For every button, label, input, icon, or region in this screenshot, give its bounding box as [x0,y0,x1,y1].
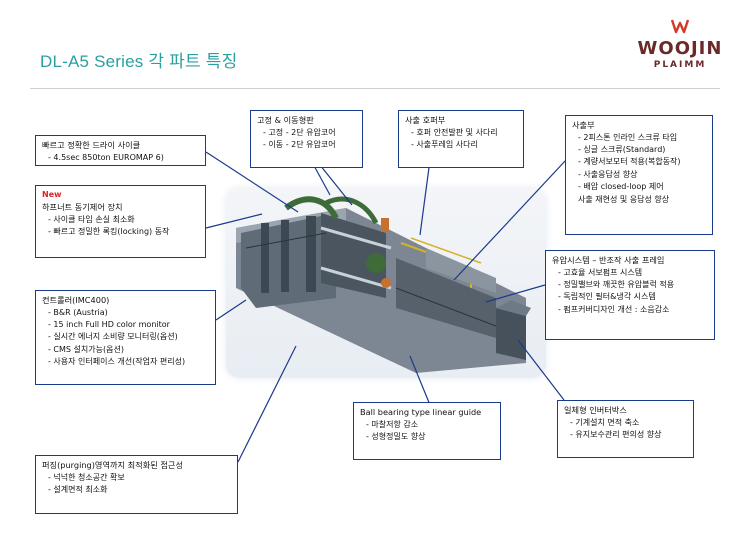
callout-heading: Ball bearing type linear guide [360,407,482,417]
callout-inverter: 일체형 인버터박스 - 기계설치 면적 축소 - 유지보수관리 편의성 향상 [557,400,694,458]
callout-item: - 정밀밸브와 깨끗한 유압블럭 적용 [558,280,675,290]
callout-heading: 컨트롤러(IMC400) [42,295,110,305]
callout-heading: 사출부 [572,120,595,130]
callout-toggle: New 하프너트 동기제어 장치 - 사이클 타임 손실 최소화 - 빠르고 정… [35,185,206,258]
callout-item: - 고효율 서보펌프 시스템 [558,267,643,277]
callout-item: - 기계설치 면적 축소 [570,417,640,427]
callout-heading: 빠르고 정확한 드라이 사이클 [42,140,141,150]
callout-item: - 배압 closed-loop 제어 [578,182,664,192]
callout-item: - 펌프커버디자인 개선 : 소음감소 [558,304,670,314]
callout-item: - 빠르고 정밀한 록킹(locking) 동작 [48,227,170,237]
callout-controller: 컨트롤러(IMC400) - B&R (Austria) - 15 inch F… [35,290,216,385]
callout-item: - 2피스톤 인라인 스크류 타입 [578,132,678,142]
callout-hopper: 사출 호퍼부 - 호퍼 안전발판 및 사다리 - 사출푸레임 사다리 [398,110,524,168]
callout-item: - 사출응답성 향상 [578,169,638,179]
callout-injection: 사출부 - 2피스톤 인라인 스크류 타입 - 싱글 스크류(Standard)… [565,115,713,235]
logo-w-mark-icon [670,19,690,34]
callout-item: - 독립적인 필터&냉각 시스템 [558,292,656,302]
logo-brand: WOOJIN [637,38,723,59]
callout-item: - 넉넉한 청소공간 확보 [48,472,125,482]
callout-heading: 고정 & 이동형판 [257,115,314,125]
callout-item: - 성형정밀도 향상 [366,432,426,442]
page-title: DL-A5 Series 각 파트 특징 [40,52,238,71]
callout-purging: 퍼징(purging)영역까지 최적화된 접근성 - 넉넉한 청소공간 확보 -… [35,455,238,514]
callout-item: - 설계면적 최소화 [48,485,108,495]
new-badge: New [42,190,62,199]
callout-item: - 고정 - 2단 유압코어 [263,127,336,137]
callout-item: 사출 재현성 및 응답성 향상 [578,194,670,204]
callout-item: - 4.5sec 850ton EUROMAP 6) [48,152,164,162]
callout-item: - B&R (Austria) [48,307,108,317]
callout-linear-guide: Ball bearing type linear guide - 마찰저항 감소… [353,402,501,460]
callout-item: - 이동 - 2단 유압코어 [263,140,336,150]
header-divider [30,88,720,89]
callout-heading: 유압시스템 – 반조작 사출 프레임 [552,255,665,265]
callout-item: - 사이클 타임 손실 최소화 [48,215,135,225]
machine-image [226,188,546,378]
callout-item: - 사용자 인터페이스 개선(작업자 편리성) [48,357,186,367]
callout-item: - 계량서보모터 적용(복합동작) [578,157,681,167]
callout-item: - 실시간 에너지 소비량 모니터링(옵션) [48,332,178,342]
callout-platen: 고정 & 이동형판 - 고정 - 2단 유압코어 - 이동 - 2단 유압코어 [250,110,363,168]
callout-item: - 싱글 스크류(Standard) [578,145,666,155]
callout-heading: 사출 호퍼부 [405,115,446,125]
callout-heading: 퍼징(purging)영역까지 최적화된 접근성 [42,460,183,470]
callout-item: - 마찰저항 감소 [366,419,419,429]
callout-heading: 하프너트 동기제어 장치 [42,202,123,213]
injection-machine-illustration [236,196,531,373]
callout-heading: 일체형 인버터박스 [564,405,627,415]
callout-item: - 유지보수관리 편의성 향상 [570,430,662,440]
callout-dry-cycle: 빠르고 정확한 드라이 사이클 - 4.5sec 850ton EUROMAP … [35,135,206,166]
callout-item: - CMS 설치가능(옵션) [48,344,124,354]
callout-item: - 사출푸레임 사다리 [411,140,478,150]
company-logo: WOOJIN PLAIMM [630,18,730,78]
callout-hydraulic: 유압시스템 – 반조작 사출 프레임 - 고효율 서보펌프 시스템 - 정밀밸브… [545,250,715,340]
callout-item: - 호퍼 안전발판 및 사다리 [411,127,498,137]
callout-item: - 15 inch Full HD color monitor [48,320,170,330]
logo-sub: PLAIMM [653,60,707,70]
